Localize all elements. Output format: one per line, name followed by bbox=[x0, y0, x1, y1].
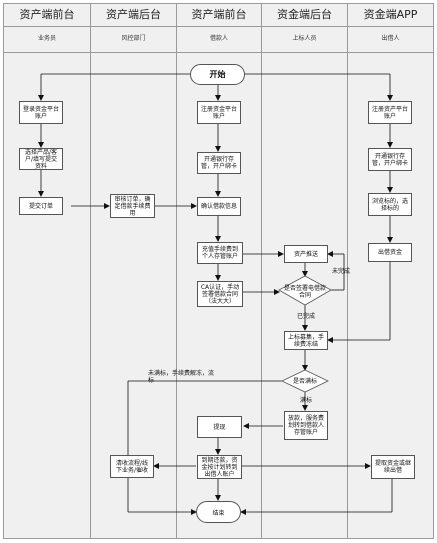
repayment-step: 到期还款，资金按计划转到出借人账户 bbox=[197, 455, 242, 479]
sign-contract-decision-label: 是否签署电借款合同 bbox=[283, 285, 326, 299]
select-product-step: 选择产品/客户/填写提交资料 bbox=[19, 148, 63, 170]
end-label: 结束 bbox=[212, 509, 225, 517]
borrower-register-step: 注册资金平台账户 bbox=[197, 101, 241, 124]
browse-listings-step: 浏览标的，选择标的 bbox=[368, 193, 412, 216]
end-node: 结束 bbox=[196, 501, 241, 523]
lane-role: 上标人员 bbox=[262, 26, 347, 53]
lane-role: 借款人 bbox=[177, 26, 261, 53]
ca-certification-step: CA认证，手动签署借款合同（法大大） bbox=[197, 281, 243, 307]
lender-register-step: 注册资产平台账户 bbox=[368, 101, 412, 124]
not-full-edge-label: 未满标，手续费解冻，流标 bbox=[148, 370, 215, 384]
lane-asset-front-salesperson: 资产端前台 业务员 bbox=[3, 3, 91, 539]
borrower-open-bank-step: 开通银行存管，开户绑卡 bbox=[197, 152, 241, 174]
lane-title: 资产端前台 bbox=[177, 4, 261, 27]
start-label: 开始 bbox=[209, 70, 226, 79]
complete-edge-label: 已完成 bbox=[297, 313, 316, 320]
lane-asset-back-risk: 资产端后台 风控部门 bbox=[90, 3, 177, 539]
lane-title: 资金端APP bbox=[348, 4, 433, 27]
start-node: 开始 bbox=[190, 64, 245, 85]
lane-title: 资金端后台 bbox=[262, 4, 347, 27]
lane-title: 资产端前台 bbox=[4, 4, 90, 27]
lane-role: 出借人 bbox=[348, 26, 433, 53]
invest-step: 出借资金 bbox=[368, 243, 412, 262]
incomplete-edge-label: 未完成 bbox=[332, 268, 351, 275]
lane-role: 业务员 bbox=[4, 26, 90, 53]
lane-title: 资产端后台 bbox=[91, 4, 176, 27]
disbursement-step: 放款，服务费划转到借款人存管账户 bbox=[284, 411, 328, 440]
collection-process-step: 清收流程/线下业务/催收 bbox=[110, 455, 154, 478]
asset-push-step: 资产推送 bbox=[284, 245, 328, 263]
full-subscription-decision-label: 是否满标 bbox=[292, 378, 317, 385]
login-fund-platform-step: 登录资金平台账户 bbox=[19, 101, 63, 124]
submit-order-step: 提交订单 bbox=[19, 197, 63, 215]
full-subscription-decision bbox=[281, 369, 329, 393]
lane-role: 风控部门 bbox=[91, 26, 176, 53]
lane-fund-app-lender: 资金端APP 出借人 bbox=[347, 3, 434, 539]
withdraw-step: 提现 bbox=[197, 416, 242, 438]
confirm-loan-step: 确认借款信息 bbox=[197, 197, 241, 216]
lender-open-bank-step: 开通银行存管，开户绑卡 bbox=[368, 148, 412, 171]
withdraw-or-reinvest-step: 提取资金或继续出借 bbox=[371, 455, 415, 479]
listing-fundraising-step: 上标募集，手续费冻结 bbox=[284, 331, 328, 350]
recharge-fee-step: 充值手续费到个人存管账户 bbox=[197, 242, 243, 264]
review-order-step: 审核订单，确定借款手续费用 bbox=[110, 194, 155, 218]
sign-contract-decision bbox=[278, 275, 332, 306]
full-edge-label: 满标 bbox=[300, 397, 313, 404]
